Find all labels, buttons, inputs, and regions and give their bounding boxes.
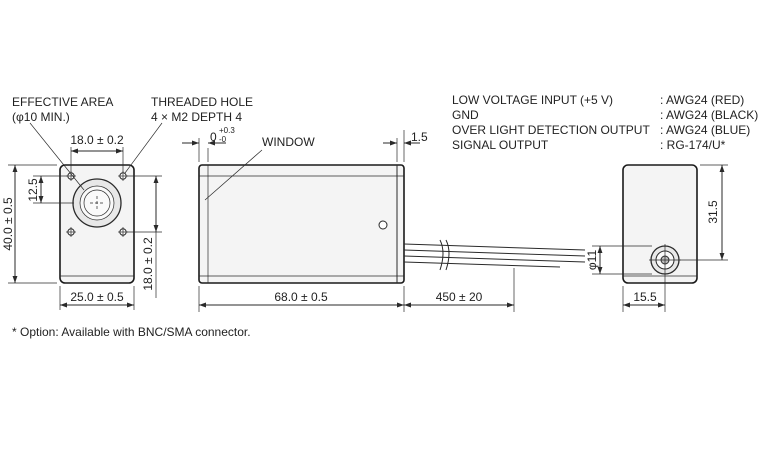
wiring-signal-1: GND (452, 108, 479, 122)
side-view: 0 +0.3 -0 WINDOW 1.5 68.0 ± 0.5 450 ± 20 (182, 126, 586, 312)
dim-width: 25.0 ± 0.5 (70, 290, 124, 304)
dim-hole-pitch-v: 18.0 ± 0.2 (141, 237, 155, 291)
rear-view-body (622, 164, 698, 284)
dim-cable-length: 450 ± 20 (436, 290, 483, 304)
rear-view: φ11 31.5 15.5 (585, 164, 728, 312)
threaded-holes (66, 171, 128, 237)
label-effective-area-sub: (φ10 MIN.) (12, 110, 70, 124)
wiring-cable-2: : AWG24 (BLUE) (660, 123, 750, 137)
wiring-cable-1: : AWG24 (BLACK) (660, 108, 758, 122)
wiring-cable-0: : AWG24 (RED) (660, 93, 744, 107)
label-effective-area: EFFECTIVE AREA (12, 95, 113, 109)
dim-window-tol-minus: -0 (219, 135, 227, 144)
wiring-signal-3: SIGNAL OUTPUT (452, 138, 549, 152)
dim-height: 40.0 ± 0.5 (1, 197, 15, 251)
side-view-body (198, 164, 405, 284)
label-threaded-hole-sub: 4 × M2 DEPTH 4 (151, 110, 242, 124)
dim-hole-offset-v: 12.5 (26, 178, 40, 202)
dim-window-tol-plus: +0.3 (219, 126, 235, 135)
wiring-table: LOW VOLTAGE INPUT (+5 V) : AWG24 (RED) G… (452, 93, 758, 152)
screw-icon (378, 220, 388, 230)
label-window: WINDOW (262, 135, 315, 149)
dim-connector-dia: φ11 (585, 250, 599, 271)
cables (403, 239, 586, 271)
dim-hole-pitch-h: 18.0 ± 0.2 (70, 133, 124, 147)
wiring-cable-3: : RG-174/U* (660, 138, 726, 152)
dim-window-tolerance: 0 (210, 130, 217, 144)
label-threaded-hole: THREADED HOLE (151, 95, 253, 109)
wiring-signal-0: LOW VOLTAGE INPUT (+5 V) (452, 93, 613, 107)
dim-length: 68.0 ± 0.5 (274, 290, 328, 304)
dim-recess: 1.5 (411, 130, 428, 144)
dim-rear-offset: 15.5 (633, 290, 657, 304)
wiring-signal-2: OVER LIGHT DETECTION OUTPUT (452, 123, 650, 137)
footnote: * Option: Available with BNC/SMA connect… (12, 325, 251, 339)
front-view: 18.0 ± 0.2 12.5 40.0 ± 0.5 18.0 ± 0.2 25… (1, 95, 253, 310)
dim-rear-height: 31.5 (706, 200, 720, 224)
